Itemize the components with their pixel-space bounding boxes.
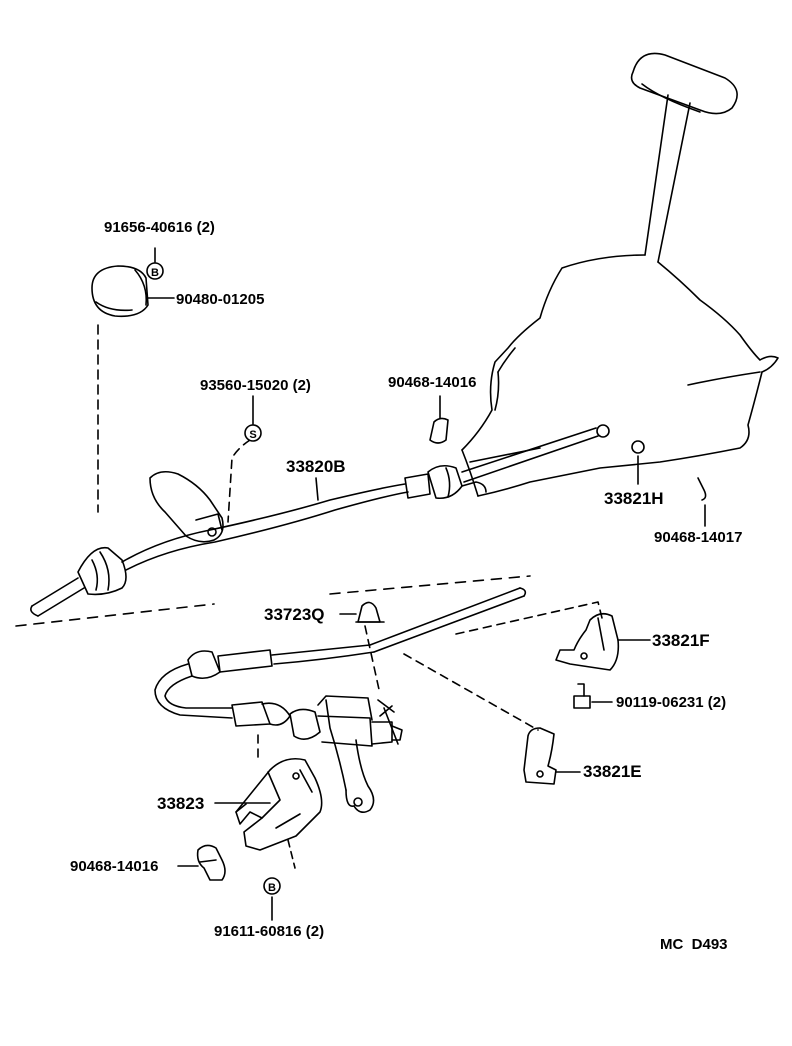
- upper-cable-assembly: [30, 424, 610, 617]
- screw-dashed-leader: [227, 439, 251, 523]
- label-90468-14016-upper: 90468-14016: [388, 374, 477, 391]
- knob-cap: [91, 265, 149, 318]
- label-33820b: 33820B: [286, 457, 346, 476]
- bolt-90119: [573, 683, 613, 709]
- label-33823: 33823: [157, 794, 205, 813]
- label-33821h: 33821H: [604, 489, 664, 508]
- upper-clip: [429, 395, 449, 444]
- label-91656-40616: 91656-40616 (2): [104, 219, 215, 236]
- svg-text:S: S: [249, 429, 256, 441]
- shift-lever-assembly: [461, 52, 779, 497]
- label-90468-14016-lower: 90468-14016: [70, 858, 159, 875]
- phantom-line-upper: [329, 575, 531, 595]
- lower-clip: [196, 844, 226, 881]
- cable-33820b-leader: [315, 477, 319, 501]
- label-33821e: 33821E: [583, 762, 642, 781]
- label-91611-60816: 91611-60816 (2): [214, 923, 325, 940]
- svg-text:B: B: [151, 267, 159, 279]
- diagram-code: MC D493: [660, 936, 728, 953]
- lower-cable-assembly: [154, 587, 527, 814]
- bracket-e-dashed-leader: [403, 653, 539, 731]
- screw-s-marker: S: [244, 424, 262, 442]
- bolt-b-marker-top: B: [146, 262, 164, 280]
- phantom-line-left: [15, 603, 215, 627]
- bracket-33821f: [555, 612, 651, 671]
- bracket-33821e: [523, 727, 581, 785]
- svg-text:B: B: [268, 882, 276, 894]
- nut-33821h: [631, 440, 645, 485]
- bracket-f-dashed-leader: [455, 601, 603, 635]
- bracket-33823: [235, 757, 323, 851]
- label-90119-06231: 90119-06231 (2): [616, 694, 727, 711]
- label-33821f: 33821F: [652, 631, 710, 650]
- bolt-b-marker-bottom: B: [263, 877, 281, 895]
- label-90480-01205: 90480-01205: [176, 291, 265, 308]
- bolt-91611-dashed-leader: [287, 839, 296, 869]
- grommet-33723q: [339, 601, 385, 623]
- label-90468-14017: 90468-14017: [654, 529, 743, 546]
- pin-90468-14017: [697, 477, 707, 527]
- label-93560-15020: 93560-15020 (2): [200, 377, 311, 394]
- label-33723q: 33723Q: [264, 605, 325, 624]
- bolt-33723q-dashed-leader: [364, 625, 381, 695]
